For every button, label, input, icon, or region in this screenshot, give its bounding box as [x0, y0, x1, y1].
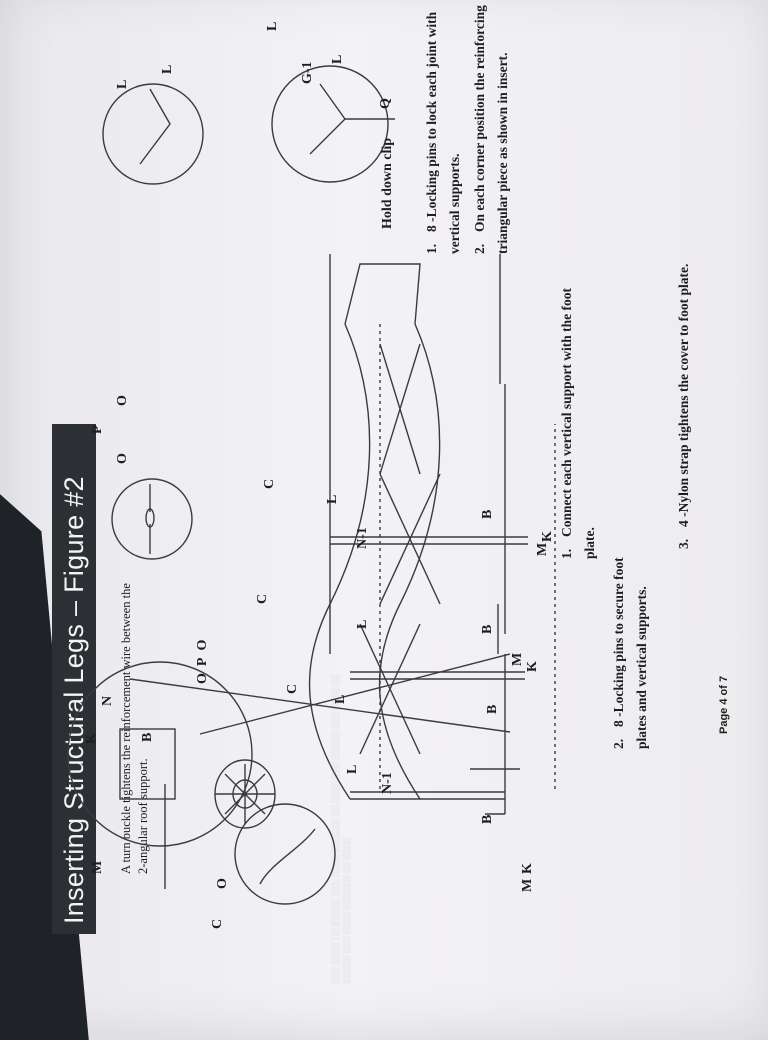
- x-brace-3: [379, 343, 421, 475]
- label-k-2: K: [525, 661, 540, 672]
- label-p-turnbuckle: P: [90, 425, 105, 434]
- label-g1-detail: G-1: [300, 61, 315, 84]
- label-l-detail-1: L: [115, 79, 130, 89]
- label-b-4: B: [480, 509, 495, 519]
- label-l-3: L: [355, 619, 370, 629]
- detail-leader-line-2: [129, 678, 511, 733]
- hold-down-clip-shape: [139, 88, 171, 165]
- step-left-1-text: Connect each vertical support with the f…: [559, 288, 597, 559]
- page-number: Page 4 of 7: [718, 675, 730, 734]
- step-left-3-text: 4 -Nylon strap tightens the cover to foo…: [676, 263, 691, 527]
- label-b-1: B: [480, 814, 495, 824]
- foot-plate-sleeve: [119, 728, 176, 800]
- label-c-3: C: [262, 478, 277, 489]
- label-l-2: L: [333, 694, 348, 704]
- label-k-foot: K: [84, 733, 99, 744]
- step-left-3: 3. 4 -Nylon strap tightens the cover to f…: [672, 249, 695, 549]
- step-left-2: 2.8 -Locking pins to secure foot plates …: [607, 539, 653, 749]
- label-l-4: L: [325, 494, 340, 504]
- hold-down-clip-label: Hold down clip: [380, 137, 395, 229]
- upright-front-left: [350, 791, 505, 800]
- turnbuckle-body: [145, 508, 155, 528]
- label-l-detail-3: L: [265, 21, 280, 31]
- label-n-foot: N: [100, 695, 115, 706]
- step-left-2-text: 8 -Locking pins to secure foot plates an…: [611, 557, 649, 749]
- label-m-foot: M: [90, 860, 105, 874]
- label-l-detail-4: L: [330, 54, 345, 64]
- step-right-1-num: 1.: [424, 243, 439, 254]
- step-left-1-num: 1.: [559, 548, 574, 559]
- label-n1-right: N-1: [355, 527, 370, 549]
- step-left-1: 1.Connect each vertical support with the…: [555, 269, 601, 559]
- label-o-corner: O: [215, 878, 230, 889]
- step-left-2-num: 2.: [611, 738, 626, 749]
- step-left-3-num: 3.: [676, 538, 691, 549]
- corner-wire: [259, 828, 316, 885]
- label-b-foot: B: [140, 732, 155, 742]
- label-b-2: B: [485, 704, 500, 714]
- leg-front-left: [485, 654, 506, 815]
- x-brace-1: [359, 623, 421, 755]
- label-b-3: B: [480, 624, 495, 634]
- turnbuckle-detail-circle: [111, 478, 193, 560]
- label-o-p-o: O P O: [195, 639, 210, 684]
- label-l-1: L: [345, 764, 360, 774]
- corner-piece-shape: [309, 83, 346, 155]
- step-right-1: 1.8 -Locking pins to lock each joint wit…: [420, 4, 466, 254]
- hold-down-detail-circle: [102, 83, 204, 185]
- roof-end: [344, 263, 421, 325]
- corner-detail-circle: [234, 803, 336, 905]
- x-brace-2: [379, 473, 441, 605]
- upright-center-right: [330, 536, 528, 545]
- label-m-3: M: [535, 542, 550, 556]
- label-c-2: C: [255, 593, 270, 604]
- label-k-1: K: [520, 863, 535, 874]
- roof-arch-rear: [378, 323, 441, 800]
- foot-plate-ribs: [215, 764, 275, 824]
- label-c-1: C: [285, 683, 300, 694]
- corner-piece-detail-circle: [271, 65, 389, 183]
- label-q-detail: Q: [378, 98, 393, 109]
- step-right-2-num: 2.: [472, 243, 487, 254]
- step-right-2-text: On each corner position the reinforcing …: [472, 5, 510, 254]
- detail-leader-line-1: [199, 653, 511, 735]
- label-o-right: O: [115, 395, 130, 406]
- label-m-1: M: [520, 878, 535, 892]
- label-c-corner: C: [210, 918, 225, 929]
- foot-plate-detail-circle: [67, 661, 253, 847]
- label-n1-left: N-1: [380, 772, 395, 794]
- label-o-left: O: [115, 453, 130, 464]
- roof-arch-front: [308, 323, 371, 800]
- step-right-1-text: 8 -Locking pins to lock each joint with …: [424, 11, 462, 254]
- label-m-2: M: [510, 652, 525, 666]
- step-right-2: 2.On each corner position the reinforcin…: [468, 4, 514, 254]
- label-l-detail-2: L: [160, 64, 175, 74]
- label-k-3: K: [540, 531, 555, 542]
